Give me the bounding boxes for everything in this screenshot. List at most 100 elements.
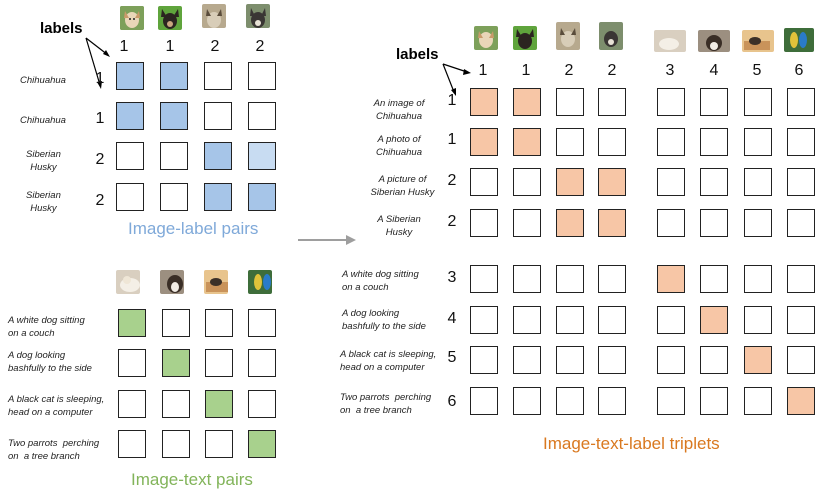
grid-cell [160,183,188,211]
chihuahua-thumbnail [120,6,144,30]
grid-cell [248,102,276,130]
grid-cell [248,349,276,377]
grid-cell-filled [205,390,233,418]
grid-cell-filled [700,306,728,334]
row-label: 1 [447,92,457,109]
row-label: 1 [95,110,105,127]
grid-cell [787,209,815,237]
grid-cell [470,387,498,415]
grid-cell [248,309,276,337]
husky-thumbnail [599,22,623,50]
grid-cell [598,265,626,293]
dog-thumbnail [160,270,184,294]
row-label: 2 [95,192,105,209]
row-label: 5 [447,349,457,366]
row-text: Siberian Husky [26,149,61,173]
column-label: 2 [564,62,574,79]
column-label: 1 [119,38,129,55]
row-text: A Siberian Husky [377,214,421,238]
grid-cell [556,128,584,156]
grid-cell [787,128,815,156]
row-text: A picture of Siberian Husky [370,174,435,198]
grid-cell [598,88,626,116]
chihuahua-thumbnail [513,26,537,50]
row-text: A white dog sitting on a couch [342,269,419,293]
grid-cell-filled [744,346,772,374]
grid-cell-filled [598,209,626,237]
grid-cell [513,387,541,415]
grid-cell-filled [513,88,541,116]
grid-cell [700,209,728,237]
grid-cell [744,88,772,116]
grid-cell [598,306,626,334]
husky-thumbnail [246,4,270,28]
grid-cell [744,265,772,293]
grid-cell-filled [160,62,188,90]
white-dog-thumbnail [116,270,140,294]
grid-cell [744,168,772,196]
grid-cell-filled [116,62,144,90]
dog-thumbnail [698,30,730,52]
row-text: An image of Chihuahua [373,98,425,122]
row-text: A photo of Chihuahua [376,134,422,158]
grid-cell-filled [204,142,232,170]
grid-cell [657,88,685,116]
grid-cell [204,102,232,130]
grid-cell [118,390,146,418]
row-label: 2 [447,172,457,189]
row-text: A black cat is sleeping, head on a compu… [340,349,437,373]
grid-cell [700,168,728,196]
grid-cell [556,88,584,116]
grid-cell [657,209,685,237]
column-label: 2 [255,38,265,55]
panel-title: Image-text-label triplets [543,434,720,453]
labels-word: labels [396,46,439,63]
grid-cell [118,430,146,458]
grid-cell [116,183,144,211]
husky-thumbnail [556,22,580,50]
white-dog-thumbnail [654,30,686,52]
grid-cell [700,128,728,156]
row-text: Two parrots perching on a tree branch [8,438,100,462]
grid-cell [513,346,541,374]
parrots-thumbnail [248,270,272,294]
grid-cell-filled [513,128,541,156]
grid-cell [744,209,772,237]
labels-word: labels [40,20,83,37]
column-label: 1 [521,62,531,79]
grid-cell [470,209,498,237]
panel-title: Image-text pairs [131,470,253,489]
grid-cell [160,142,188,170]
row-text: Two parrots perching on a tree branch [340,392,432,416]
chihuahua-thumbnail [158,6,182,30]
cat-computer-thumbnail [742,30,774,52]
row-label: 6 [447,393,457,410]
row-text: A black cat is sleeping, head on a compu… [8,394,105,418]
column-label: 5 [752,62,762,79]
column-label: 6 [794,62,804,79]
grid-cell [470,306,498,334]
grid-cell [598,128,626,156]
grid-cell [556,265,584,293]
parrots-thumbnail [784,28,814,52]
grid-cell-filled [248,430,276,458]
grid-cell [162,430,190,458]
grid-cell [556,306,584,334]
grid-cell [205,430,233,458]
row-label: 2 [95,151,105,168]
grid-cell [556,346,584,374]
grid-cell [470,346,498,374]
grid-cell [787,168,815,196]
row-label: 1 [447,131,457,148]
grid-cell [744,306,772,334]
row-text: A dog looking bashfully to the side [342,308,426,332]
grid-cell [556,387,584,415]
grid-cell [657,346,685,374]
grid-cell-filled [470,128,498,156]
chihuahua-thumbnail [474,26,498,50]
grid-cell [700,265,728,293]
column-label: 4 [709,62,719,79]
grid-cell-filled [787,387,815,415]
